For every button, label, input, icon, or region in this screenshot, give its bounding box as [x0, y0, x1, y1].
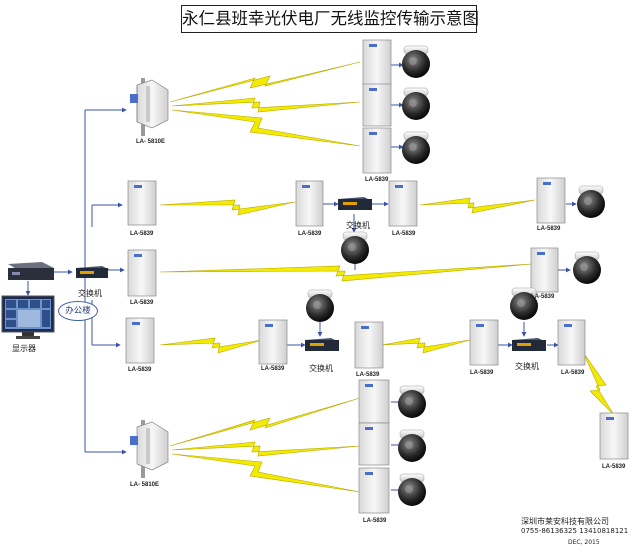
- bolt-row3: [159, 263, 533, 282]
- diagram-title: 永仁县班幸光伏电厂无线监控传输示意图: [181, 5, 479, 33]
- company-phone: 0755-86136325 13410818121: [521, 527, 629, 535]
- panel-r2-mid-a: [295, 180, 324, 227]
- panel-r4-b: [258, 319, 288, 365]
- bolt-5810e-bot-1: [169, 397, 361, 447]
- wired-links: [25, 62, 577, 493]
- company-name: 深圳市莱安科技有限公司: [521, 517, 609, 526]
- camera-top-2: [402, 87, 430, 120]
- camera-top-3: [402, 131, 430, 164]
- panel-r2-mid-b-label: LA-5839: [392, 231, 416, 237]
- panel-r4-a: [125, 317, 155, 364]
- bolt-5810e-top-1: [169, 61, 361, 103]
- switch-office: [76, 266, 110, 278]
- wireless-links: [159, 61, 615, 493]
- bolt-5810e-bot-2: [171, 441, 361, 457]
- panel-r3-left-label: LA-5839: [130, 300, 154, 306]
- panel-top-label: LA-5839: [365, 177, 389, 183]
- panel-r4-far: [599, 412, 629, 460]
- camera-bot-3: [398, 473, 426, 506]
- switch-r2: [338, 197, 372, 210]
- bolt-row2-a: [159, 199, 296, 216]
- panel-bot-label: LA-5839: [363, 518, 387, 524]
- panel-r2-left: [127, 180, 157, 226]
- panel-r2-left-label: LA-5839: [130, 231, 154, 237]
- bolt-5810e-bot-3: [171, 453, 361, 493]
- panel-r4-c-label: LA-5839: [356, 372, 380, 378]
- switch-r4-a: [305, 338, 339, 351]
- antenna-5810e-top-label: LA- 5810E: [136, 139, 166, 145]
- panel-bot-1: [358, 379, 390, 424]
- panel-r2-mid-a-label: LA-5839: [298, 231, 322, 237]
- video-recorder: [8, 262, 54, 280]
- camera-r2-mid: [341, 231, 369, 264]
- display-label: 显示器: [12, 344, 36, 353]
- antenna-5810e-bottom-label: LA- 5810E: [130, 482, 160, 488]
- panel-r4-d: [469, 319, 499, 366]
- office-building-label: 办公楼: [58, 301, 98, 321]
- bolt-row4-b: [381, 337, 471, 354]
- panel-r4-far-label: LA-5839: [602, 464, 626, 470]
- antenna-5810e-bottom: [130, 420, 169, 478]
- camera-top-1: [402, 45, 430, 78]
- bolt-5810e-top-3: [171, 109, 361, 147]
- switch-label-office: 交换机: [78, 289, 102, 298]
- panel-top-3: [362, 127, 392, 174]
- panel-top-2: [362, 83, 392, 127]
- panel-antennas: [125, 39, 629, 514]
- bolt-5810e-top-2: [171, 97, 361, 113]
- panel-r4-e-label: LA-5839: [561, 370, 585, 376]
- camera-r4-right: [510, 287, 538, 320]
- panel-r4-c: [354, 321, 384, 369]
- switches: [76, 197, 546, 351]
- switch-r4-b: [512, 338, 546, 351]
- camera-r2-right: [577, 185, 605, 218]
- diagram-date: DEC, 2015: [568, 539, 600, 546]
- camera-r3-right: [573, 251, 601, 284]
- camera-bot-2: [398, 429, 426, 462]
- bolt-row2-b: [419, 197, 536, 214]
- panel-r2-mid-b: [388, 180, 418, 227]
- display-monitor: [1, 295, 55, 339]
- panel-top-1: [362, 39, 392, 86]
- panel-r3-right: [530, 247, 559, 293]
- switch-label-r2: 交换机: [346, 221, 370, 230]
- switch-label-r4-a: 交换机: [309, 364, 333, 373]
- antenna-5810e-top: [130, 78, 169, 136]
- panel-r4-b-label: LA-5839: [261, 366, 285, 372]
- panel-r3-left: [127, 249, 157, 297]
- panel-r2-right-label: LA-5839: [537, 226, 561, 232]
- switch-label-r4-b: 交换机: [515, 362, 539, 371]
- camera-bot-1: [398, 385, 426, 418]
- cameras: [306, 45, 605, 506]
- panel-r4-e: [557, 319, 586, 366]
- panel-bot-3: [358, 467, 390, 514]
- panel-bot-2: [358, 422, 390, 466]
- panel-r4-d-label: LA-5839: [470, 370, 494, 376]
- panel-r3-right-label: LA-5839: [531, 294, 555, 300]
- bolt-row4-c: [582, 351, 615, 416]
- panel-r2-right: [536, 177, 566, 224]
- panel-r4-a-label: LA-5839: [128, 367, 152, 373]
- camera-r4-left: [306, 289, 334, 322]
- bolt-row4-a: [159, 337, 263, 354]
